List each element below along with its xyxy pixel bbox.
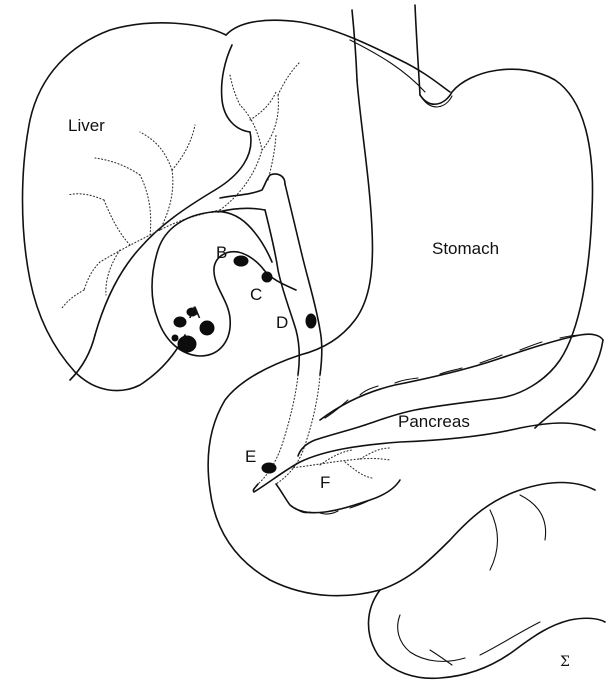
stone-c [262, 272, 272, 282]
label-stomach: Stomach [432, 239, 499, 258]
artist-signature: Σ [560, 654, 570, 670]
stone-e [262, 463, 276, 473]
stone-b [234, 256, 248, 266]
label-pancreas: Pancreas [398, 412, 470, 431]
bile-duct [218, 174, 322, 484]
label-e: E [245, 447, 256, 466]
esophagus [352, 5, 420, 95]
gallbladder [152, 212, 272, 356]
stone-d [306, 314, 316, 328]
label-a: A [189, 303, 201, 322]
label-d: D [276, 313, 288, 332]
liver [23, 20, 451, 390]
label-f: F [320, 473, 330, 492]
duodenum [208, 355, 605, 678]
label-c: C [250, 285, 262, 304]
label-b: B [216, 243, 227, 262]
label-liver: Liver [68, 116, 105, 135]
